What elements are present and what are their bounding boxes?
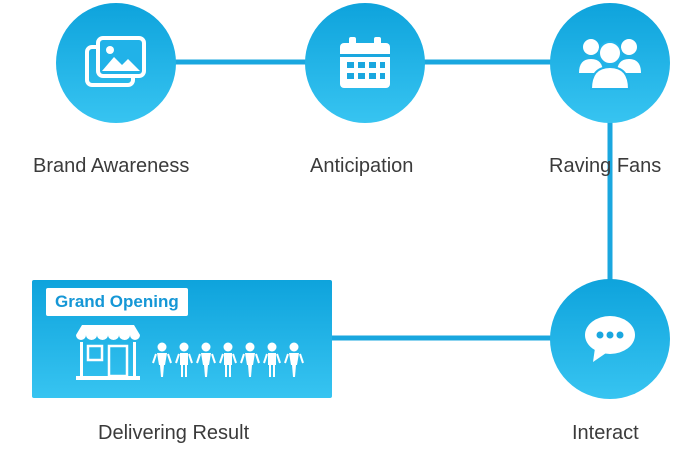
step-label-anticipation: Anticipation [310,155,414,177]
step-label-interact: Interact [572,422,639,444]
step-anticipation-circle [305,3,425,123]
step-label-brand-awareness: Brand Awareness [33,155,190,177]
pictures-icon [85,36,146,87]
step-brand-awareness-circle [56,3,176,123]
step-interact-circle [550,279,670,399]
step-label-delivering-result: Delivering Result [98,422,250,444]
grand-opening-panel: Grand Opening [32,280,332,398]
step-raving-fans-circle [550,3,670,123]
grand-opening-badge: Grand Opening [46,288,188,316]
step-label-raving-fans: Raving Fans [549,155,662,177]
calendar-icon [340,37,390,88]
storefront-icon [76,325,304,380]
chat-bubble-icon [585,316,635,362]
group-icon [579,39,641,90]
